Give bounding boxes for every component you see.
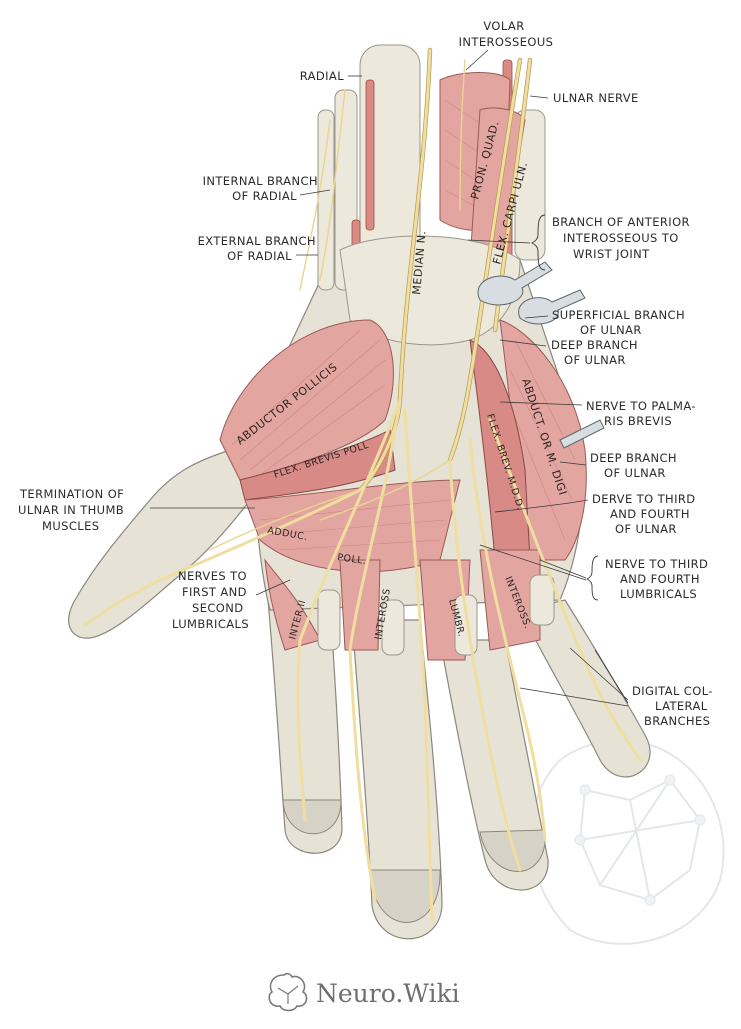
label-volar-interosseous: VOLAR INTEROSSEOUS [459,19,554,49]
brain-logo-icon [268,972,308,1012]
label-deep-branch-ulnar-2: DEEP BRANCH OF ULNAR [590,451,681,480]
label-nerve-third-fourth-lumbricals: NERVE TO THIRD AND FOURTH LUMBRICALS [605,557,712,601]
label-nerves-first-second-lumbricals: NERVES TO FIRST AND SECOND LUMBRICALS [172,569,251,631]
fingers [68,449,651,940]
interosseous-lumbrical-muscles [264,549,555,661]
label-ulnar-nerve: ULNAR NERVE [553,91,639,105]
label-median-n: MEDIAN N. [410,230,429,295]
label-superficial-branch-ulnar: SUPERFICIAL BRANCH OF ULNAR [552,308,689,337]
nerves [83,47,642,922]
label-termination-ulnar-thumb: TERMINATION OF ULNAR IN THUMB MUSCLES [18,487,128,533]
thumb [68,449,251,639]
brand-footer: Neuro.Wiki [268,972,460,1012]
label-poll: POLL. [337,552,368,567]
callout-labels: VOLAR INTEROSSEOUS RADIAL ULNAR NERVE IN… [18,19,717,728]
index-finger [267,599,343,854]
label-branch-anterior-interosseous: BRANCH OF ANTERIOR INTEROSSEOUS TO WRIST… [552,215,694,261]
brand-name: Neuro.Wiki [316,979,460,1008]
flexor-brevis-pollicis-muscle [239,429,396,501]
label-internal-branch-radial: INTERNAL BRANCH OF RADIAL [203,174,322,203]
label-radial: RADIAL [300,69,345,83]
carpal-tunnel [339,235,521,346]
middle-finger [351,619,443,940]
label-derve-third-fourth-ulnar: DERVE TO THIRD AND FOURTH OF ULNAR [592,492,700,536]
label-digital-collateral: DIGITAL COL- LATERAL BRANCHES [632,684,717,728]
little-finger [519,599,651,778]
label-nerve-palmaris-brevis: NERVE TO PALMA- RIS BREVIS [586,399,700,428]
retractor-pins [477,261,605,449]
label-external-branch-radial: EXTERNAL BRANCH OF RADIAL [198,234,320,263]
label-deep-branch-ulnar-1: DEEP BRANCH OF ULNAR [551,338,642,367]
